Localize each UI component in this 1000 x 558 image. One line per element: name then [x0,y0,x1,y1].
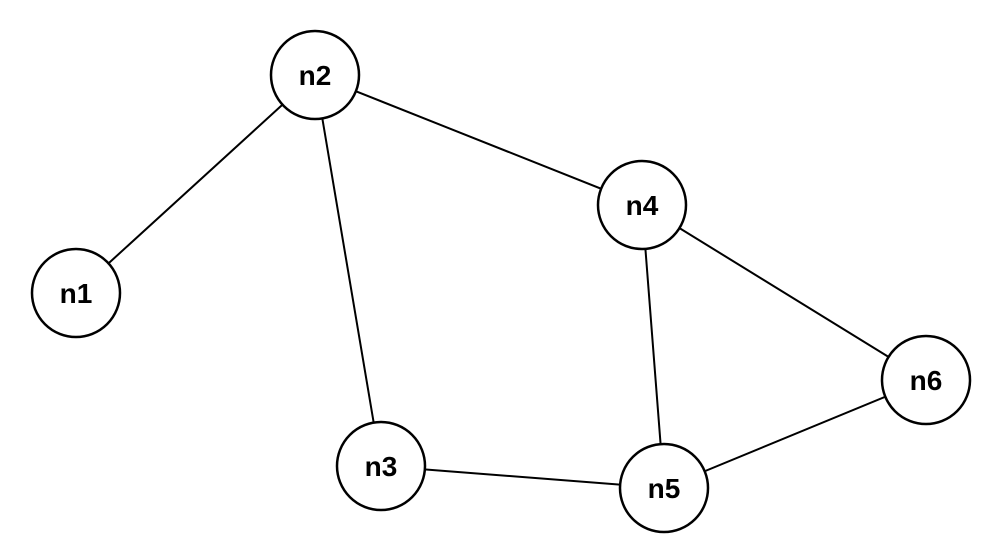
edge-n1-n2 [75,74,316,294]
node-n5: n5 [618,442,710,534]
node-circle-n4 [596,159,688,251]
edge-n5-n6 [663,379,927,489]
node-n3: n3 [335,420,427,512]
node-n4: n4 [596,159,688,251]
edge-n2-n4 [314,74,643,206]
edge-n3-n5 [380,465,665,489]
edge-n4-n5 [641,204,665,489]
node-circle-n6 [880,334,972,426]
node-n1: n1 [30,247,122,339]
edge-n4-n6 [641,204,927,381]
node-circle-n5 [618,442,710,534]
node-circle-n1 [30,247,122,339]
node-n2: n2 [269,29,361,121]
node-n6: n6 [880,334,972,426]
node-circle-n2 [269,29,361,121]
node-circle-n3 [335,420,427,512]
edge-n2-n3 [314,74,382,467]
